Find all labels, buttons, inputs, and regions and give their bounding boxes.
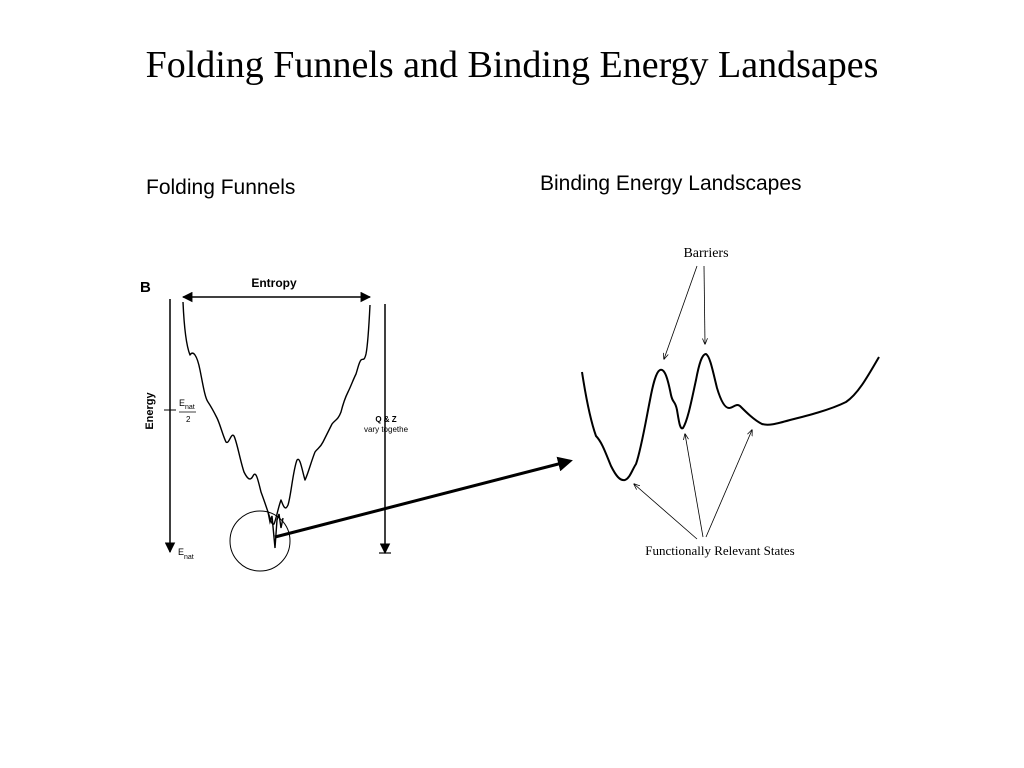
- panel-letter: B: [140, 279, 151, 296]
- e-nat-half-subscript: nat: [185, 404, 195, 411]
- e-nat-bottom-symbol: E: [178, 547, 184, 557]
- entropy-label: Entropy: [251, 276, 297, 290]
- barrier-pointer-1: [664, 265, 698, 359]
- state-pointer-3: [705, 430, 752, 538]
- barriers-label: Barriers: [683, 246, 728, 261]
- e-nat-bottom-subscript: nat: [184, 554, 194, 561]
- slide-title: Folding Funnels and Binding Energy Lands…: [145, 44, 879, 86]
- e-nat-bottom-label: E nat: [178, 547, 194, 561]
- state-pointer-1: [634, 484, 698, 540]
- barrier-pointer-2: [704, 265, 705, 344]
- funnel-curve: [182, 301, 371, 526]
- e-nat-half-denominator: 2: [186, 415, 191, 424]
- energy-label: Energy: [144, 391, 156, 429]
- landscape-curve: [581, 353, 880, 482]
- binding-landscape-diagram: Barriers Functionally Relevant States: [581, 246, 880, 558]
- native-state-circle: [229, 510, 291, 572]
- folding-funnels-heading: Folding Funnels: [146, 176, 296, 199]
- binding-landscapes-heading: Binding Energy Landscapes: [540, 172, 802, 195]
- folding-funnel-diagram: B Entropy Energy E nat 2 E nat Q & Z var…: [140, 276, 409, 572]
- native-minimum: [267, 511, 284, 549]
- states-label: Functionally Relevant States: [645, 543, 794, 558]
- qz-label-line1: Q & Z: [375, 415, 396, 424]
- state-pointer-2: [685, 434, 704, 538]
- qz-label-line2: vary togethe: [364, 425, 409, 434]
- zoom-arrow: [274, 456, 573, 539]
- e-nat-half-label: E nat 2: [179, 398, 196, 424]
- e-nat-half-symbol: E: [179, 398, 185, 408]
